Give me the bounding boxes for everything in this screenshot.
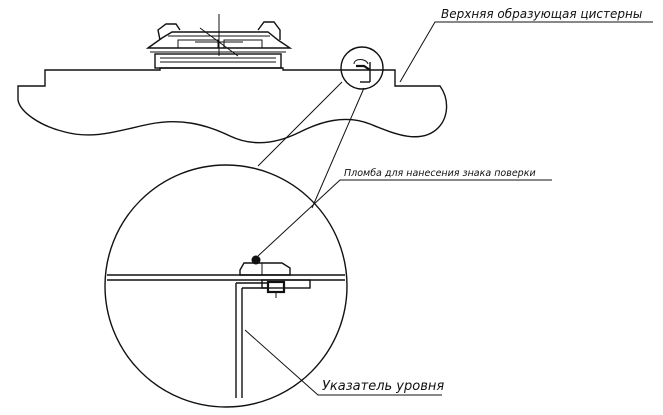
leader-tank-top: [399, 21, 653, 83]
enlarged-detail: [104, 164, 552, 408]
label-seal: Пломба для нанесения знака поверки: [344, 168, 536, 179]
label-tank-top: Верхняя образующая цистерны: [441, 7, 642, 21]
tank-outline: [17, 67, 448, 144]
level-indicator: [235, 279, 311, 398]
tank-section: [17, 14, 653, 144]
seal: [239, 255, 291, 276]
detail-circle-large: [104, 164, 348, 408]
leader-seal: [257, 179, 552, 257]
leader-level-indicator: [244, 329, 442, 396]
label-level-indicator: Указатель уровня: [322, 379, 444, 394]
detail-circle-small: [340, 46, 384, 90]
level-indicator-stub: [353, 59, 371, 83]
seal-dot: [251, 255, 261, 265]
hatch: [145, 14, 293, 69]
detail-connectors: [257, 81, 365, 209]
